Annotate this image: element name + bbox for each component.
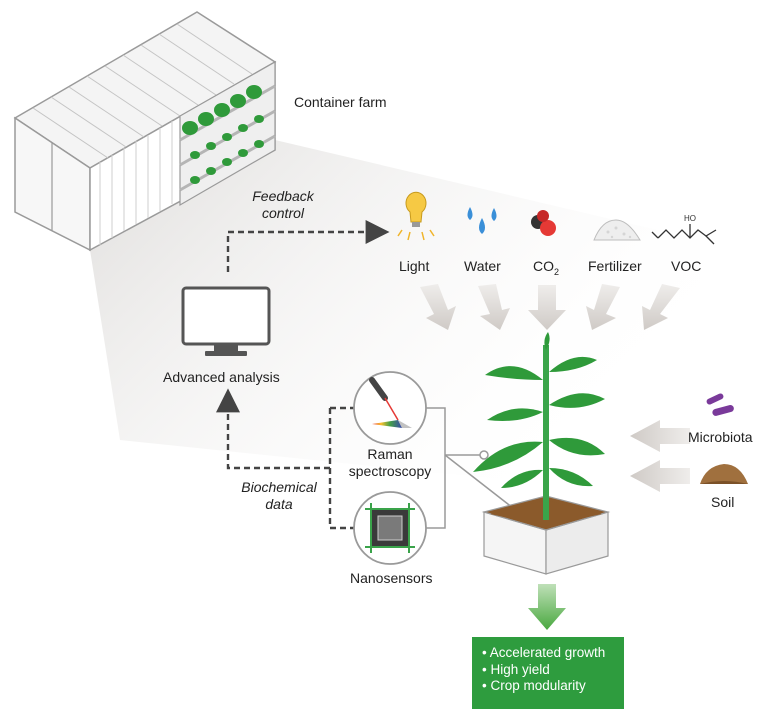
voc-ho-label: HO xyxy=(684,214,696,223)
light-bulb-icon xyxy=(397,191,435,241)
outcomes-list: Accelerated growth High yield Crop modul… xyxy=(472,637,624,695)
input-label-light: Light xyxy=(399,258,430,274)
feedback-control-label: Feedback control xyxy=(250,188,316,222)
water-drops-icon xyxy=(467,207,497,234)
computer-monitor-icon xyxy=(181,286,271,356)
feedback-control-line2: control xyxy=(261,205,305,221)
biochemical-data-line2: data xyxy=(265,496,293,512)
feedback-control-line1: Feedback xyxy=(252,188,314,204)
fertilizer-pile-icon xyxy=(593,219,641,241)
biochemical-data-connector xyxy=(216,388,354,530)
co2-subscript: 2 xyxy=(554,266,560,277)
raman-line2: spectroscopy xyxy=(348,463,432,479)
feedback-control-connector xyxy=(226,220,390,272)
soil-input-arrows xyxy=(630,420,690,492)
plant-illustration xyxy=(473,332,605,520)
co2-molecule-icon xyxy=(531,210,556,236)
microbiota-label: Microbiota xyxy=(688,429,753,445)
soil-pile-icon xyxy=(700,464,748,484)
raman-line1: Raman xyxy=(367,446,413,462)
input-label-water: Water xyxy=(464,258,501,274)
input-label-fertilizer: Fertilizer xyxy=(588,258,642,274)
container-farm-label: Container farm xyxy=(294,94,387,110)
co2-main-text: CO xyxy=(533,258,554,274)
nanosensors-label: Nanosensors xyxy=(350,570,433,586)
container-farm-illustration xyxy=(13,11,277,252)
input-label-co2: CO2 xyxy=(533,258,559,277)
outcome-item: Accelerated growth xyxy=(482,645,624,662)
voc-molecule-icon xyxy=(651,224,717,245)
biochemical-data-line1: Biochemical xyxy=(241,479,317,495)
raman-label: Raman spectroscopy xyxy=(343,446,437,480)
raman-spectroscopy-icon xyxy=(353,371,427,445)
nanosensor-chip-icon xyxy=(353,491,427,565)
outcomes-box: Accelerated growth High yield Crop modul… xyxy=(472,637,624,709)
biochemical-data-label: Biochemical data xyxy=(236,479,322,513)
outcome-item: Crop modularity xyxy=(482,678,624,695)
input-arrows xyxy=(420,284,680,330)
soil-label: Soil xyxy=(711,494,735,510)
microbiota-icon xyxy=(706,393,734,416)
advanced-analysis-label: Advanced analysis xyxy=(163,369,280,385)
outcome-item: High yield xyxy=(482,662,624,679)
outcome-arrow xyxy=(528,584,566,630)
input-label-voc: VOC xyxy=(671,258,702,274)
